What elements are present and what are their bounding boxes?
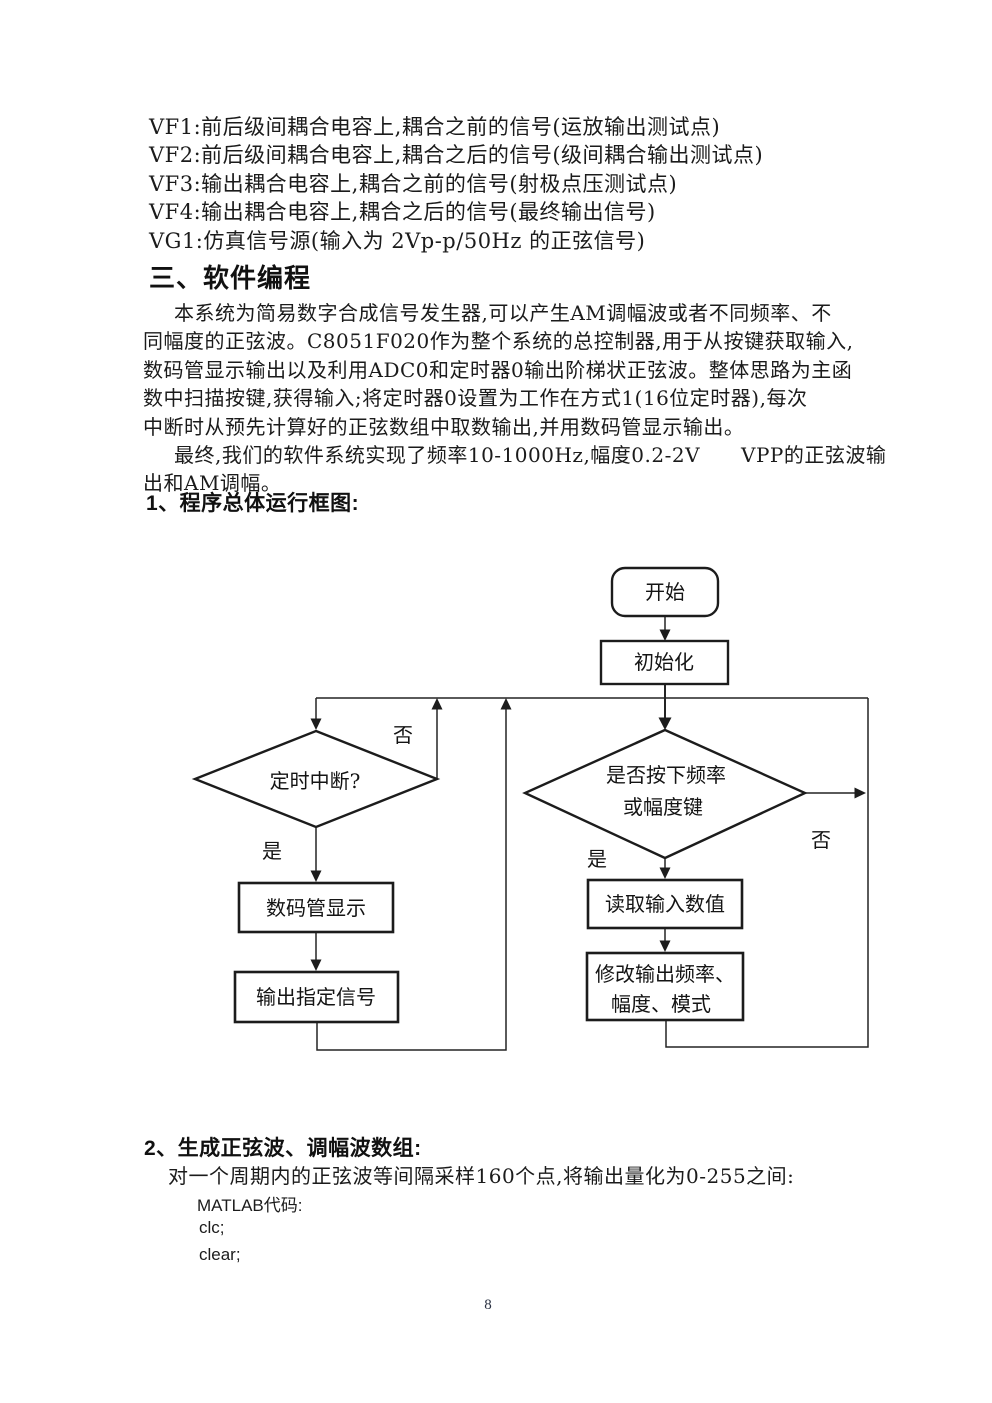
key-decision-label-line1: 是否按下频率 bbox=[606, 763, 726, 787]
body-paragraph: 本系统为简易数字合成信号发生器,可以产生AM调幅波或者不同频率、不 同幅度的正弦… bbox=[143, 299, 963, 498]
code-line-clear: clear; bbox=[199, 1245, 241, 1264]
init-node: 初始化 bbox=[599, 639, 730, 686]
branch-label-no-right: 否 bbox=[811, 828, 831, 852]
signal-list-item-vf1: VF1:前后级间耦合电容上,耦合之前的信号(运放输出测试点) bbox=[149, 115, 721, 139]
key-press-decision: 是否按下频率 或幅度键 bbox=[522, 728, 808, 860]
signal-list-item-vf3: VF3:输出耦合电容上,耦合之前的信号(射极点压测试点) bbox=[149, 171, 678, 196]
modify-node-label-line2: 幅度、模式 bbox=[611, 992, 711, 1016]
signal-list-item-vf2: VF2:前后级间耦合电容上,耦合之后的信号(级间耦合输出测试点) bbox=[149, 143, 764, 168]
program-flowchart: 开始 初始化 定时中断? 是否按下频率 或幅度键 数码管显示 输出指定信号 读取… bbox=[191, 566, 869, 1051]
page-number: 8 bbox=[484, 1297, 492, 1313]
paragraph-line: 出和AM调幅。 bbox=[143, 471, 282, 496]
signal-list: VF1:前后级间耦合电容上,耦合之前的信号(运放输出测试点) VF2:前后级间耦… bbox=[149, 113, 763, 255]
modify-output-node: 修改输出频率、 幅度、模式 bbox=[585, 951, 745, 1022]
flow-connectors bbox=[315, 616, 869, 1051]
branch-label-no-left: 否 bbox=[393, 723, 413, 747]
branch-label-yes-left: 是 bbox=[262, 839, 282, 863]
section-title: 三、软件编程 bbox=[149, 263, 312, 293]
start-node: 开始 bbox=[610, 566, 720, 618]
branch-label-yes-right: 是 bbox=[587, 847, 607, 871]
output-signal-node: 输出指定信号 bbox=[233, 970, 400, 1024]
display-node: 数码管显示 bbox=[237, 881, 395, 934]
timer-interrupt-decision: 定时中断? bbox=[191, 729, 441, 829]
paragraph-line: 数中扫描按键,获得输入;将定时器0设置为工作在方式1(16位定时器),每次 bbox=[143, 386, 808, 411]
modify-node-label-line1: 修改输出频率、 bbox=[595, 962, 735, 986]
paragraph-line: 数码管显示输出以及利用ADC0和定时器0输出阶梯状正弦波。整体思路为主函 bbox=[143, 357, 853, 382]
timer-decision-label: 定时中断? bbox=[270, 769, 361, 793]
signal-list-item-vg1: VG1:仿真信号源(输入为 2Vp-p/50Hz 的正弦信号) bbox=[149, 228, 646, 253]
key-decision-label-line2: 或幅度键 bbox=[623, 795, 703, 819]
flow-arrowheads bbox=[310, 629, 866, 971]
paragraph-line: 最终,我们的软件系统实现了频率10-1000Hz,幅度0.2-2V VPP的正弦… bbox=[174, 443, 887, 468]
subsection-1-title: 1、程序总体运行框图: bbox=[146, 492, 360, 515]
paragraph-line: 同幅度的正弦波。C8051F020作为整个系统的总控制器,用于从按键获取输入, bbox=[143, 329, 854, 354]
subsection-2-body: 对一个周期内的正弦波等间隔采样160个点,将输出量化为0-255之间: bbox=[168, 1164, 795, 1188]
read-input-node: 读取输入数值 bbox=[586, 878, 744, 930]
output-node-label: 输出指定信号 bbox=[256, 985, 376, 1009]
start-node-label: 开始 bbox=[645, 580, 685, 604]
subsection-2-title: 2、生成正弦波、调幅波数组: bbox=[144, 1137, 422, 1160]
code-line-clc: clc; bbox=[199, 1218, 225, 1237]
read-node-label: 读取输入数值 bbox=[605, 892, 725, 916]
signal-list-item-vf4: VF4:输出耦合电容上,耦合之后的信号(最终输出信号) bbox=[149, 200, 656, 225]
code-intro-label: MATLAB代码: bbox=[197, 1196, 303, 1215]
display-node-label: 数码管显示 bbox=[266, 896, 366, 920]
paragraph-line: 中断时从预先计算好的正弦数组中取数输出,并用数码管显示输出。 bbox=[143, 414, 745, 439]
init-node-label: 初始化 bbox=[634, 650, 694, 674]
paragraph-line: 本系统为简易数字合成信号发生器,可以产生AM调幅波或者不同频率、不 bbox=[174, 301, 832, 325]
